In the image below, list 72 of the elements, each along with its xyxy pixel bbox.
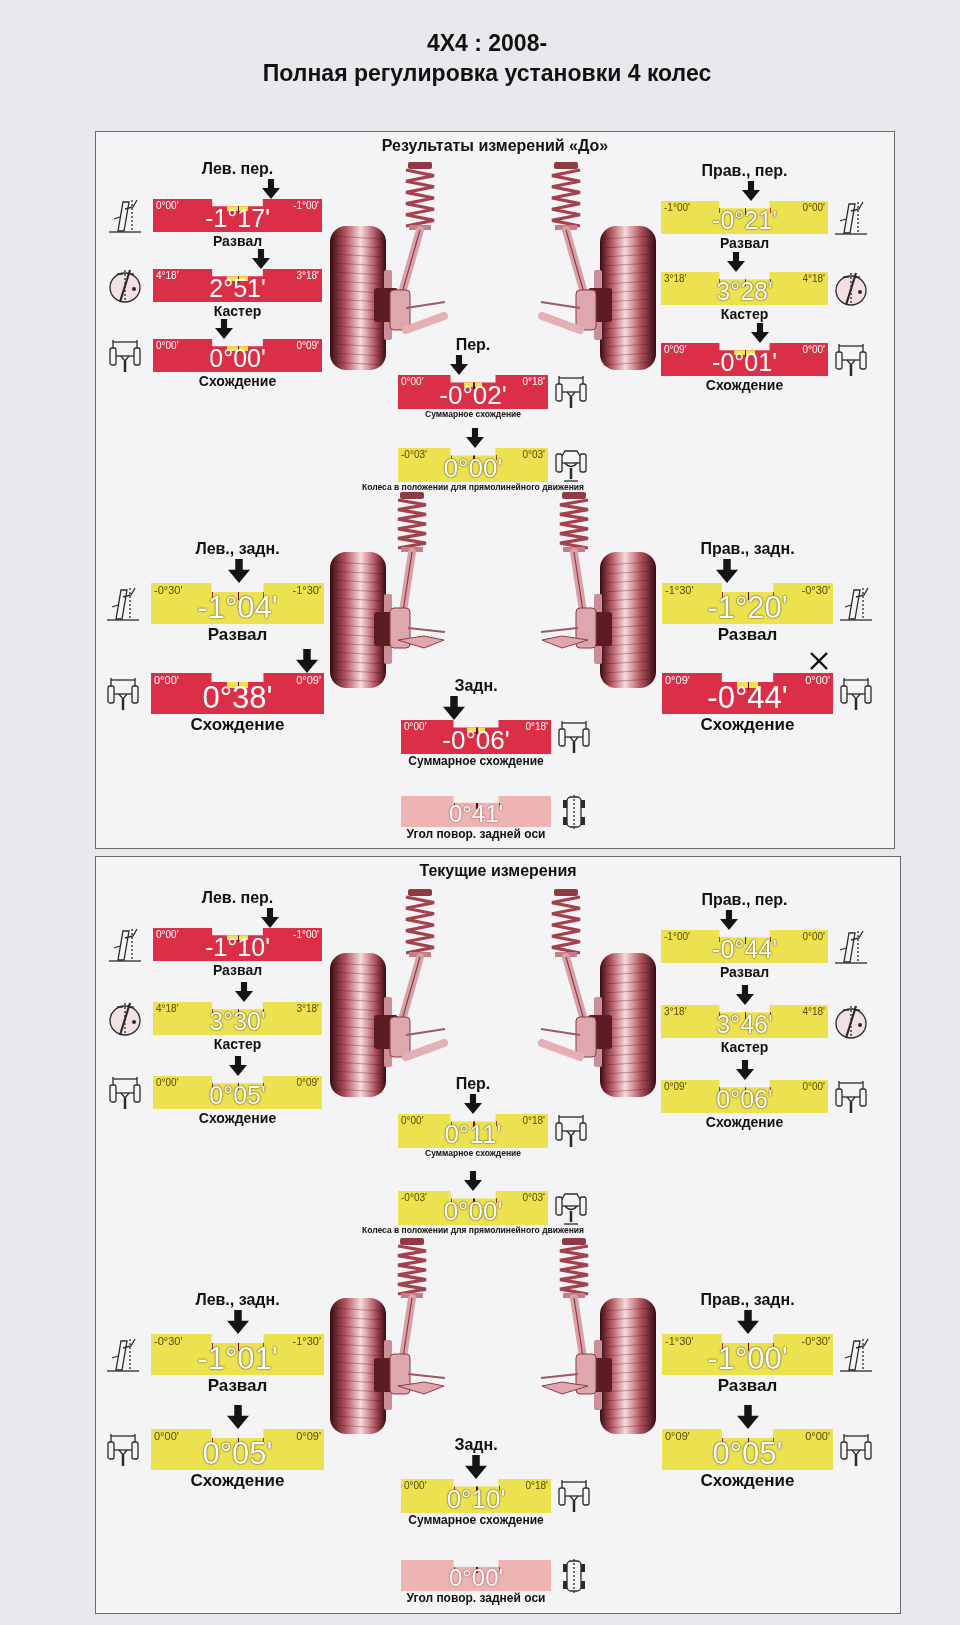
limit-value: 0°00' xyxy=(802,1082,825,1092)
gauge-value: -0°44' xyxy=(712,937,777,962)
wheel-position-label: Задн. xyxy=(454,1436,498,1455)
measurement-panel xyxy=(95,856,901,1614)
limit-value: 0°00' xyxy=(404,1481,427,1491)
gauge-value: 3°30' xyxy=(209,1009,266,1034)
parameter-label: Развал xyxy=(719,964,770,981)
limit-value: 0°00' xyxy=(156,1078,179,1088)
wheel-position-label: Лев., задн. xyxy=(195,1291,280,1310)
parameter-label: Кастер xyxy=(720,1039,769,1056)
limit-value: -0°03' xyxy=(401,1193,427,1203)
limit-value: 0°09' xyxy=(296,1431,321,1442)
wheel-position-label: Пер. xyxy=(455,1075,491,1094)
limit-value: 4°18' xyxy=(156,1004,179,1014)
limit-value: 4°18' xyxy=(802,1007,825,1017)
limit-value: -0°30' xyxy=(154,585,183,596)
wheel-position-label: Лев. пер. xyxy=(201,160,274,179)
limit-value: 3°18' xyxy=(296,1004,319,1014)
limit-value: 0°09' xyxy=(665,1431,690,1442)
limit-value: 0°00' xyxy=(805,675,830,686)
limit-value: 0°00' xyxy=(802,203,825,213)
gauge-value: 0°05' xyxy=(209,1083,266,1108)
gauge-value: 0°00' xyxy=(448,1566,504,1590)
limit-value: -1°30' xyxy=(665,1336,694,1347)
parameter-label: Схождение xyxy=(190,1471,285,1491)
wheel-position-label: Прав., пер. xyxy=(701,162,788,181)
limit-value: 0°00' xyxy=(805,1431,830,1442)
limit-value: 0°00' xyxy=(154,1431,179,1442)
limit-value: 0°09' xyxy=(296,1078,319,1088)
limit-value: 0°00' xyxy=(154,675,179,686)
wheel-position-label: Прав., задн. xyxy=(700,1291,795,1310)
gauge-value: 0°11' xyxy=(444,1121,502,1147)
gauge-value: 0°05' xyxy=(202,1438,273,1469)
limit-value: -0°30' xyxy=(801,585,830,596)
vehicle-info: 4X4 : 2008- xyxy=(426,30,548,57)
parameter-label: Схождение xyxy=(700,1471,795,1491)
limit-value: 0°00' xyxy=(156,201,179,211)
parameter-label: Суммарное схождение xyxy=(408,1514,544,1528)
gauge-value: 0°06' xyxy=(716,1087,773,1112)
limit-value: 0°00' xyxy=(401,1116,424,1126)
parameter-label: Суммарное схождение xyxy=(425,1149,521,1159)
gauge-value: 0°10' xyxy=(446,1486,506,1512)
parameter-label: Развал xyxy=(207,1376,268,1396)
parameter-label: Развал xyxy=(717,1376,778,1396)
parameter-label: Схождение xyxy=(198,1110,277,1127)
gauge-value: 0°05' xyxy=(712,1438,783,1469)
gauge-value: 3°46' xyxy=(716,1012,773,1037)
limit-value: -0°30' xyxy=(801,1336,830,1347)
limit-value: -0°30' xyxy=(154,1336,183,1347)
limit-value: 0°00' xyxy=(156,930,179,940)
gauge-value: -1°00' xyxy=(707,1343,788,1374)
limit-value: 4°18' xyxy=(156,271,179,281)
limit-value: 0°03' xyxy=(522,1193,545,1203)
parameter-label: Схождение xyxy=(705,1114,784,1131)
parameter-label: Развал xyxy=(212,962,263,979)
gauge-value: -1°01' xyxy=(197,1343,278,1374)
limit-value: 0°18' xyxy=(525,1481,548,1491)
panel-title: Результаты измерений «До» xyxy=(381,137,609,156)
limit-value: 3°18' xyxy=(664,1007,687,1017)
parameter-label: Колеса в положении для прямолинейного движения xyxy=(362,1226,584,1236)
limit-value: 0°00' xyxy=(156,341,179,351)
limit-value: -1°30' xyxy=(292,1336,321,1347)
parameter-label: Кастер xyxy=(213,1036,262,1053)
limit-value: 0°09' xyxy=(664,1082,687,1092)
limit-value: 0°18' xyxy=(522,1116,545,1126)
page-title: Полная регулировка установки 4 колес xyxy=(262,60,712,87)
limit-value: 0°00' xyxy=(802,932,825,942)
limit-value: 4°18' xyxy=(802,274,825,284)
limit-value: 0°00' xyxy=(802,345,825,355)
gauge-value: -1°10' xyxy=(205,935,270,960)
parameter-label: Угол повор. задней оси xyxy=(406,1592,546,1606)
gauge-value: 0°00' xyxy=(443,1198,503,1224)
